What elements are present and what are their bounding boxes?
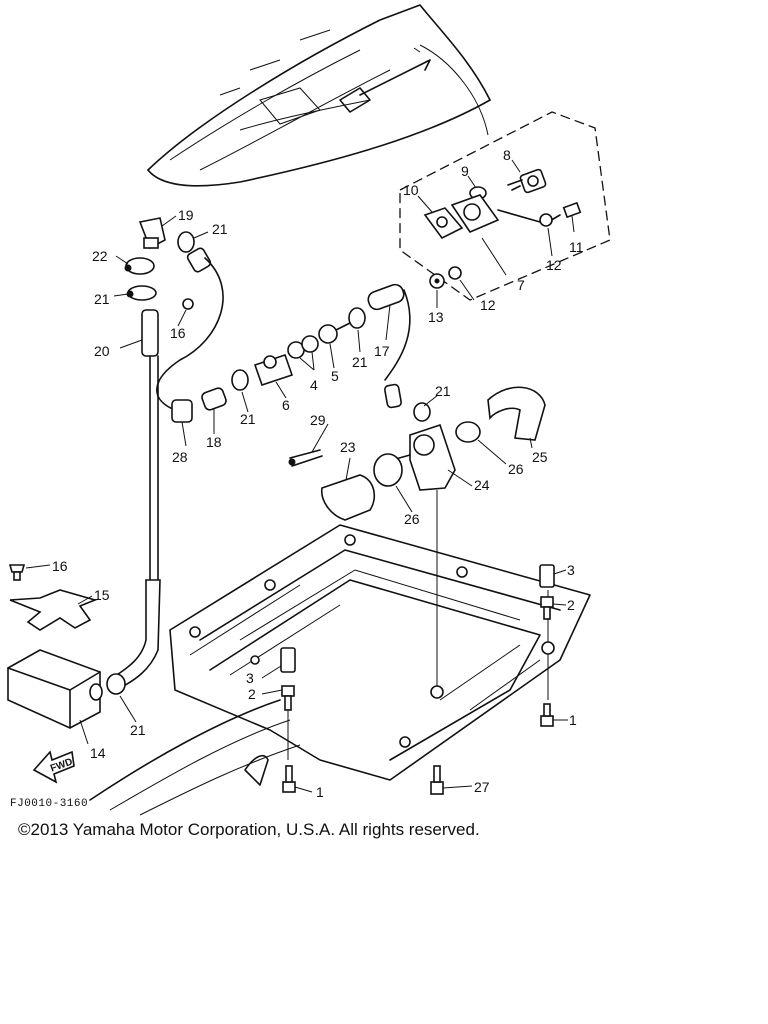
fwd-arrow-icon: FWD (32, 750, 75, 784)
part-25-elbow-hose (487, 386, 546, 441)
part-7-housing (450, 194, 541, 233)
leader-lines (25, 47, 575, 793)
callout-labels: 1 1 2 2 3 3 4 5 6 7 8 9 10 11 12 12 13 1… (52, 147, 584, 800)
callout-21-left: 21 (94, 291, 110, 307)
part-13-nut (429, 273, 445, 289)
callout-9: 9 (461, 163, 469, 179)
callout-3-right: 3 (567, 562, 575, 578)
callout-26-right: 26 (508, 461, 524, 477)
callout-20: 20 (94, 343, 110, 359)
part-2-bolt-center (281, 685, 295, 711)
part-21-clamp-mid (231, 369, 249, 391)
callout-18: 18 (206, 434, 222, 450)
part-17-hose (367, 283, 411, 409)
callout-15: 15 (94, 587, 110, 603)
part-1-bolt-center (282, 765, 296, 793)
callout-1-right: 1 (569, 712, 577, 728)
part-27-bolt (430, 765, 444, 795)
part-11-bolt (547, 201, 582, 223)
callout-21-right: 21 (352, 354, 368, 370)
part-23-elbow-hose (320, 474, 376, 521)
callout-5: 5 (331, 368, 339, 384)
part-29-clip (288, 449, 323, 467)
callout-11: 11 (569, 239, 584, 255)
callout-23: 23 (340, 439, 356, 455)
callout-21-lower: 21 (130, 722, 146, 738)
callout-21-top: 21 (212, 221, 228, 237)
part-12-washer-a (539, 213, 553, 227)
part-21-clamp-lower (106, 673, 126, 695)
engine-bed-frame (169, 524, 591, 781)
part-16-screw-upper (182, 298, 194, 310)
part-5-fitting (318, 324, 338, 344)
callout-26-left: 26 (404, 511, 420, 527)
part-20-tube (141, 309, 159, 357)
callout-8: 8 (503, 147, 511, 163)
copyright-notice: ©2013 Yamaha Motor Corporation, U.S.A. A… (18, 820, 480, 839)
part-15-bracket (9, 589, 98, 631)
callout-12-right: 12 (546, 257, 562, 273)
callout-13: 13 (428, 309, 444, 325)
part-1-bolt-right (540, 703, 554, 727)
callout-21-mid: 21 (240, 411, 256, 427)
part-21-clamp-left (126, 285, 157, 301)
parts-diagram: FWD (7, 4, 611, 816)
callout-19: 19 (178, 207, 194, 223)
part-14-water-box (7, 649, 103, 729)
sub-assembly-box (399, 111, 611, 301)
part-3-spacer-right (539, 564, 555, 588)
callout-24: 24 (474, 477, 490, 493)
callout-21-outlet: 21 (435, 383, 451, 399)
callout-3-center: 3 (246, 670, 254, 686)
part-24-outlet-body (391, 423, 456, 491)
callout-12-left: 12 (480, 297, 496, 313)
part-18-hose (201, 387, 227, 411)
callout-14: 14 (90, 745, 106, 761)
callout-7: 7 (517, 277, 525, 293)
callout-16-lower: 16 (52, 558, 68, 574)
callout-2-right: 2 (567, 597, 575, 613)
part-26-clamp-left (373, 453, 403, 487)
part-21-clamp-right (348, 307, 366, 329)
callout-22: 22 (92, 248, 108, 264)
callout-4: 4 (310, 377, 318, 393)
hull-bottom-drawing (89, 699, 301, 816)
callout-2-center: 2 (248, 686, 256, 702)
part-21-clamp-top (177, 231, 195, 253)
figure-id: FJ0010-3160 (10, 798, 89, 810)
part-2-bolt-right (540, 596, 554, 620)
callout-1-center: 1 (316, 784, 324, 800)
part-8-sensor (507, 168, 547, 194)
hose-to-28 (156, 257, 224, 411)
part-12-washer-b (448, 266, 462, 280)
callout-28: 28 (172, 449, 188, 465)
part-4-washer-b (301, 335, 319, 353)
callout-6: 6 (282, 397, 290, 413)
hull-top-drawing (147, 4, 491, 187)
part-26-clamp-right (455, 421, 481, 443)
callout-10: 10 (403, 182, 419, 198)
part-21-clamp-outlet (413, 402, 431, 422)
part-16-screw-lower (8, 564, 26, 581)
hose-stub-top (186, 247, 212, 273)
part-19-elbow-fitting (138, 217, 166, 250)
callout-25: 25 (532, 449, 548, 465)
part-10-gasket (423, 207, 464, 240)
part-3-spacer-center (280, 647, 296, 673)
part-6-valve (253, 353, 294, 387)
callout-17: 17 (374, 343, 390, 359)
hose-lower (110, 579, 161, 690)
part-28-fitting (171, 399, 193, 423)
part-22-clamp (124, 257, 155, 275)
callout-16-upper: 16 (170, 325, 186, 341)
callout-27: 27 (474, 779, 490, 795)
callout-29: 29 (310, 412, 326, 428)
